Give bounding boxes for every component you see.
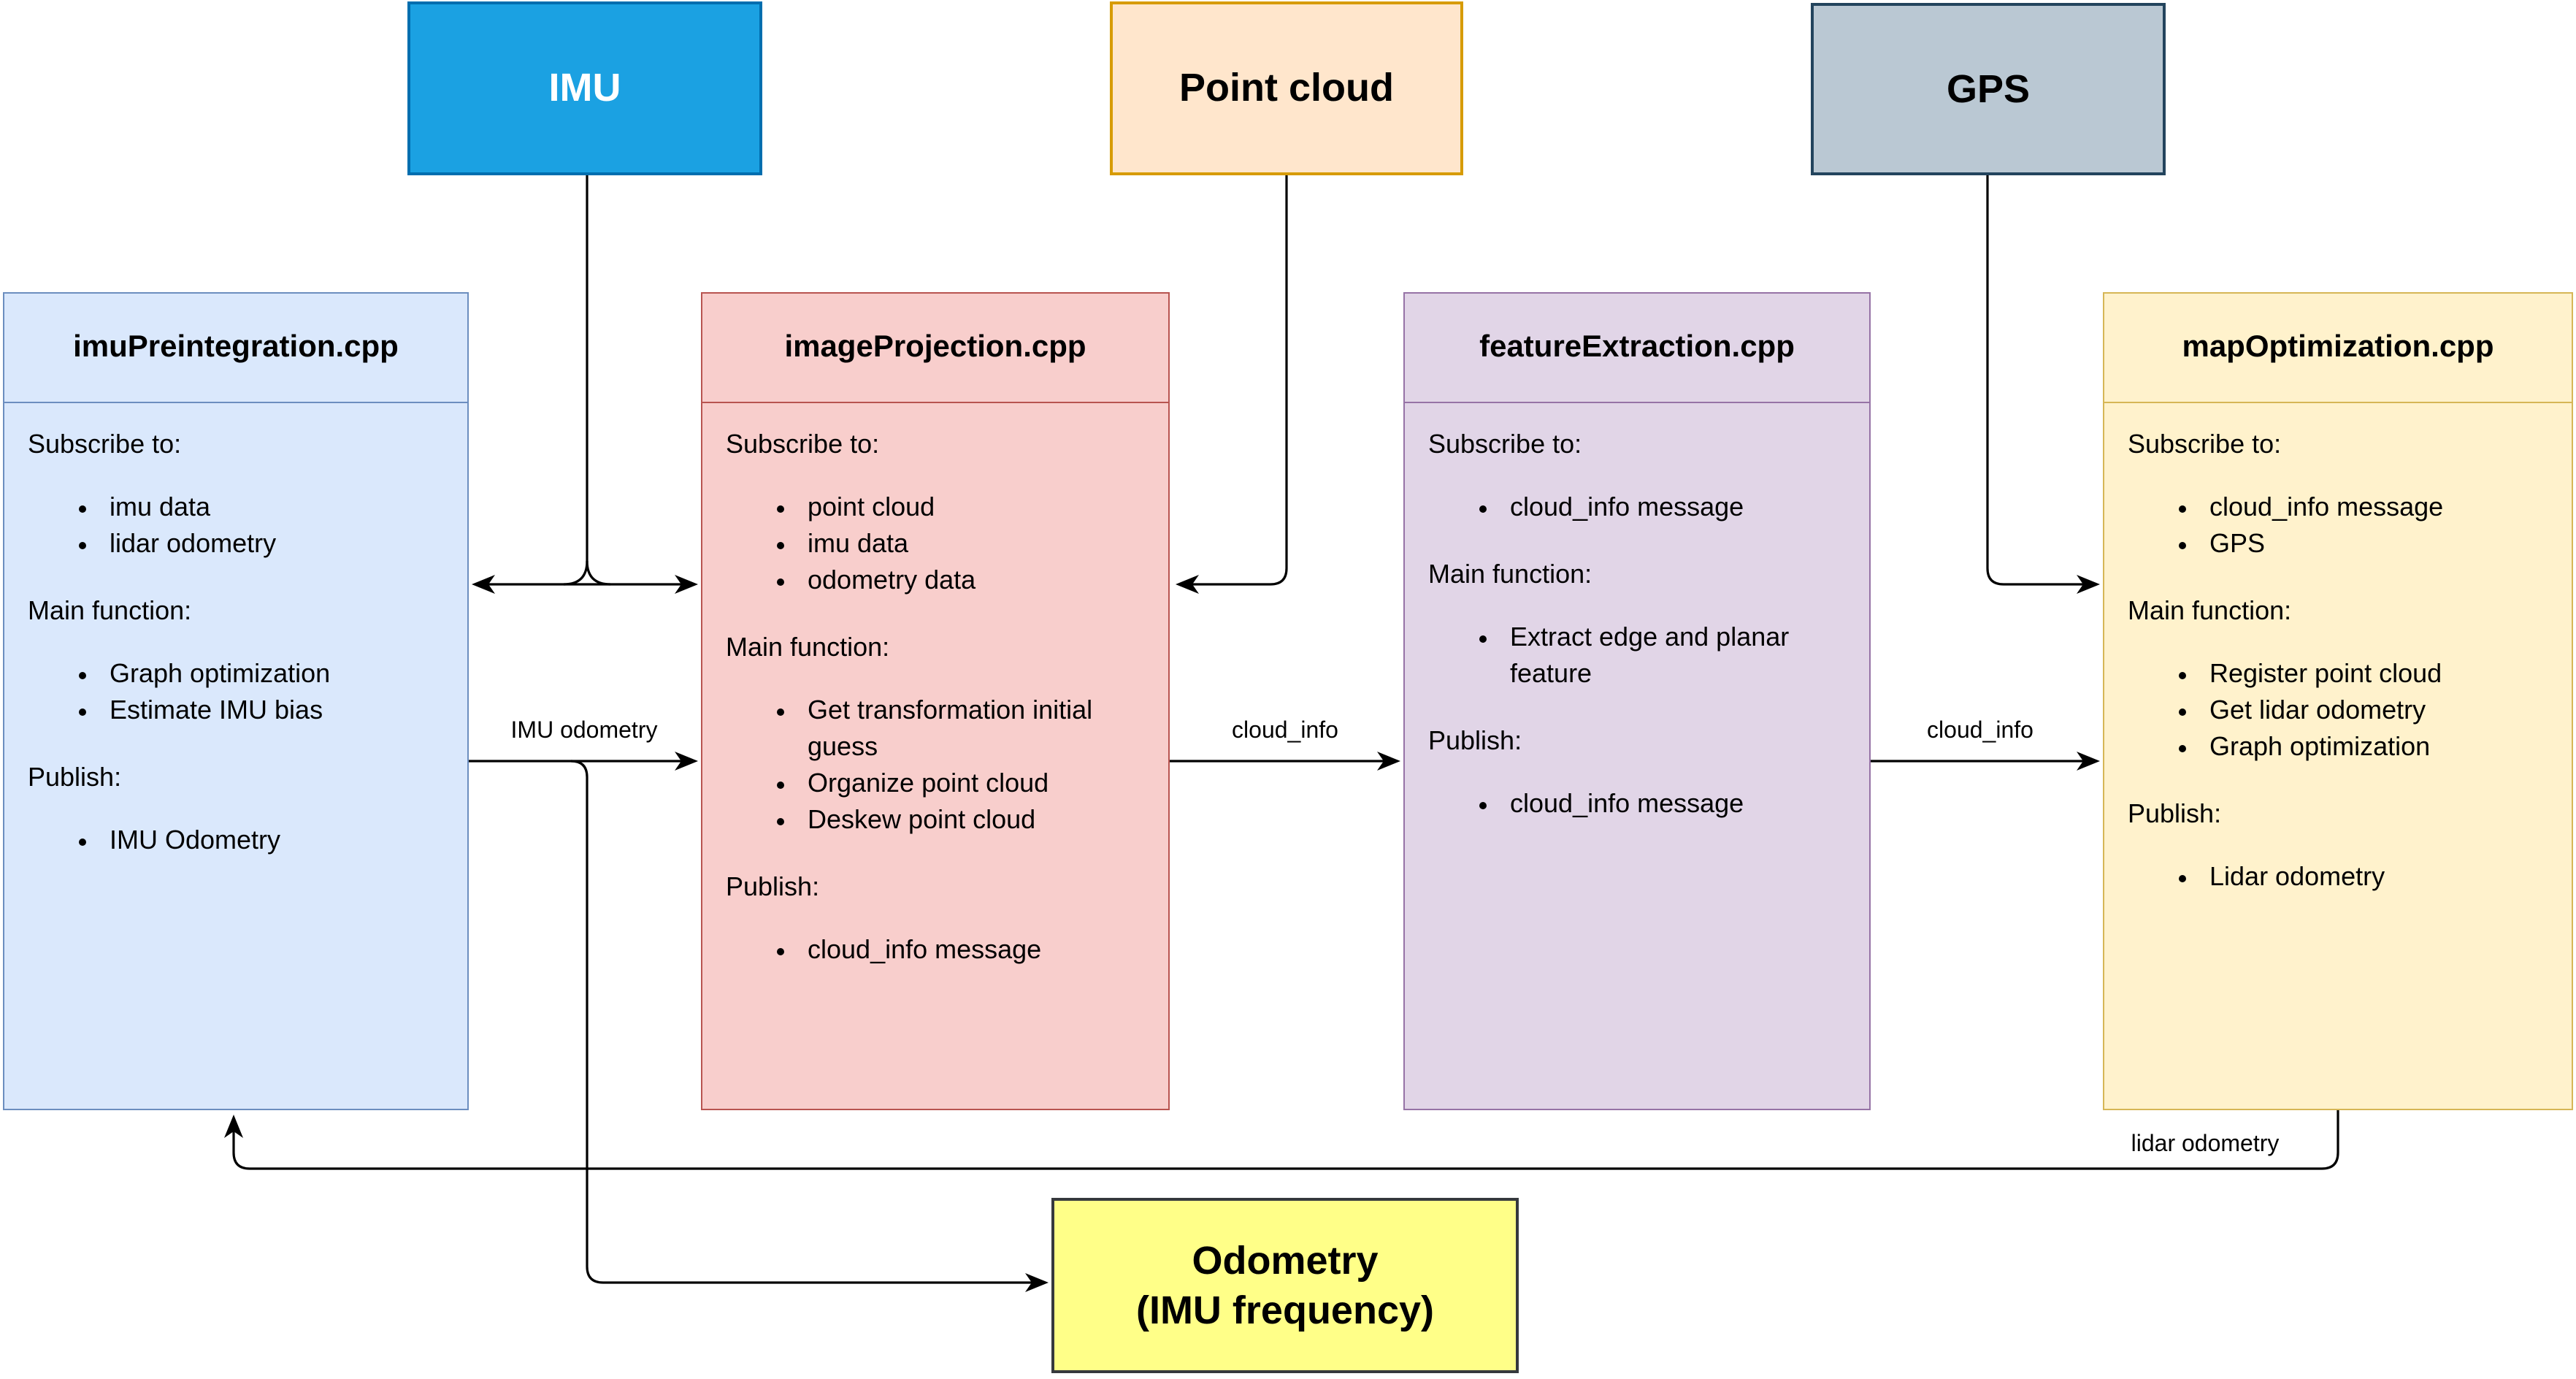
edge-lidar-odometry-feedback bbox=[224, 1110, 2339, 1170]
bullet-item: cloud_info message bbox=[1504, 786, 1802, 822]
section-label: Subscribe to: bbox=[2128, 429, 2282, 459]
bullet-item: IMU Odometry bbox=[104, 822, 402, 859]
module-imupreintegration: imuPreintegration.cpp Subscribe to: imu d… bbox=[3, 292, 469, 1110]
edge-label-lidar-odometry: lidar odometry bbox=[2131, 1132, 2280, 1157]
section-items: imu datalidar odometry bbox=[28, 489, 453, 562]
module-title: featureExtraction.cpp bbox=[1405, 294, 1869, 403]
section-items: cloud_info message bbox=[726, 932, 1154, 969]
module-imageprojection: imageProjection.cpp Subscribe to: point c… bbox=[701, 292, 1170, 1110]
module-mapoptimization: mapOptimization.cpp Subscribe to: cloud_i… bbox=[2103, 292, 2573, 1110]
section-label: Main function: bbox=[28, 596, 192, 625]
bullet-item: GPS bbox=[2204, 526, 2502, 562]
edge-pointcloud-to-imageprojection bbox=[1176, 175, 1288, 594]
section-items: point cloudimu dataodometry data bbox=[726, 489, 1154, 599]
module-featureextraction: featureExtraction.cpp Subscribe to: cloud… bbox=[1403, 292, 1871, 1110]
output-node-odometry: Odometry (IMU frequency) bbox=[1051, 1198, 1519, 1373]
edge-imu-odometry-to-output bbox=[570, 760, 1049, 1292]
module-title: imageProjection.cpp bbox=[702, 294, 1168, 403]
module-title-text: imuPreintegration.cpp bbox=[73, 330, 399, 364]
section-items: Get transformation initial guessOrganize… bbox=[726, 692, 1154, 839]
section-label: Publish: bbox=[2128, 799, 2222, 828]
bullet-item: cloud_info message bbox=[802, 932, 1100, 969]
output-node-odometry-line1: Odometry bbox=[1192, 1239, 1379, 1283]
module-body: Subscribe to: imu datalidar odometryMain … bbox=[4, 428, 467, 859]
module-title-text: imageProjection.cpp bbox=[784, 330, 1086, 364]
module-title: mapOptimization.cpp bbox=[2104, 294, 2572, 403]
module-title-text: mapOptimization.cpp bbox=[2182, 330, 2494, 364]
edge-label-cloud-info-2: cloud_info bbox=[1927, 719, 2033, 744]
bullet-item: Graph optimization bbox=[104, 656, 402, 692]
section-label: Publish: bbox=[726, 872, 820, 901]
input-node-gps: GPS bbox=[1811, 3, 2166, 175]
bullet-item: imu data bbox=[104, 489, 402, 526]
module-title: imuPreintegration.cpp bbox=[4, 294, 467, 403]
section-label: Publish: bbox=[1428, 726, 1522, 755]
bullet-item: Get lidar odometry bbox=[2204, 692, 2502, 729]
bullet-item: imu data bbox=[802, 526, 1100, 562]
section-label: Publish: bbox=[28, 763, 122, 792]
module-body: Subscribe to: cloud_info messageGPS Main f… bbox=[2104, 428, 2572, 895]
input-node-imu-label: IMU bbox=[548, 66, 621, 110]
section-items: Extract edge and planar feature bbox=[1428, 619, 1855, 692]
bullet-item: odometry data bbox=[802, 562, 1100, 599]
input-node-point-cloud-label: Point cloud bbox=[1179, 66, 1394, 110]
bullet-item: Get transformation initial guess bbox=[802, 692, 1100, 765]
edge-label-imu-odometry: IMU odometry bbox=[510, 719, 658, 744]
module-body: Subscribe to: point cloudimu dataodometry… bbox=[702, 428, 1168, 969]
input-node-imu: IMU bbox=[407, 1, 762, 175]
input-node-gps-label: GPS bbox=[1946, 66, 2031, 110]
section-label: Subscribe to: bbox=[28, 429, 182, 459]
bullet-item: point cloud bbox=[802, 489, 1100, 526]
bullet-item: Deskew point cloud bbox=[802, 802, 1100, 839]
section-items: cloud_info message bbox=[1428, 489, 1855, 526]
bullet-item: cloud_info message bbox=[2204, 489, 2502, 526]
section-items: Register point cloudGet lidar odometryGr… bbox=[2128, 656, 2557, 765]
bullet-item: cloud_info message bbox=[1504, 489, 1802, 526]
section-label: Main function: bbox=[2128, 596, 2292, 625]
section-items: Graph optimizationEstimate IMU bias bbox=[28, 656, 453, 729]
bullet-item: lidar odometry bbox=[104, 526, 402, 562]
edge-gps-to-mapoptimization bbox=[1986, 175, 2100, 594]
edge-label-cloud-info-1: cloud_info bbox=[1232, 719, 1338, 744]
bullet-item: Organize point cloud bbox=[802, 765, 1100, 802]
edge-imu-fanout bbox=[472, 175, 698, 594]
section-label: Main function: bbox=[1428, 559, 1592, 589]
module-title-text: featureExtraction.cpp bbox=[1479, 330, 1795, 364]
bullet-item: Register point cloud bbox=[2204, 656, 2502, 692]
input-node-point-cloud: Point cloud bbox=[1110, 1, 1463, 175]
bullet-item: Extract edge and planar feature bbox=[1504, 619, 1802, 692]
section-label: Subscribe to: bbox=[1428, 429, 1582, 459]
bullet-item: Lidar odometry bbox=[2204, 859, 2502, 895]
bullet-item: Graph optimization bbox=[2204, 729, 2502, 765]
section-label: Subscribe to: bbox=[726, 429, 880, 459]
section-label: Main function: bbox=[726, 633, 890, 662]
section-items: cloud_info messageGPS bbox=[2128, 489, 2557, 562]
bullet-item: Estimate IMU bias bbox=[104, 692, 402, 729]
section-items: IMU Odometry bbox=[28, 822, 453, 859]
section-items: cloud_info message bbox=[1428, 786, 1855, 822]
section-items: Lidar odometry bbox=[2128, 859, 2557, 895]
output-node-odometry-line2: (IMU frequency) bbox=[1135, 1288, 1435, 1332]
